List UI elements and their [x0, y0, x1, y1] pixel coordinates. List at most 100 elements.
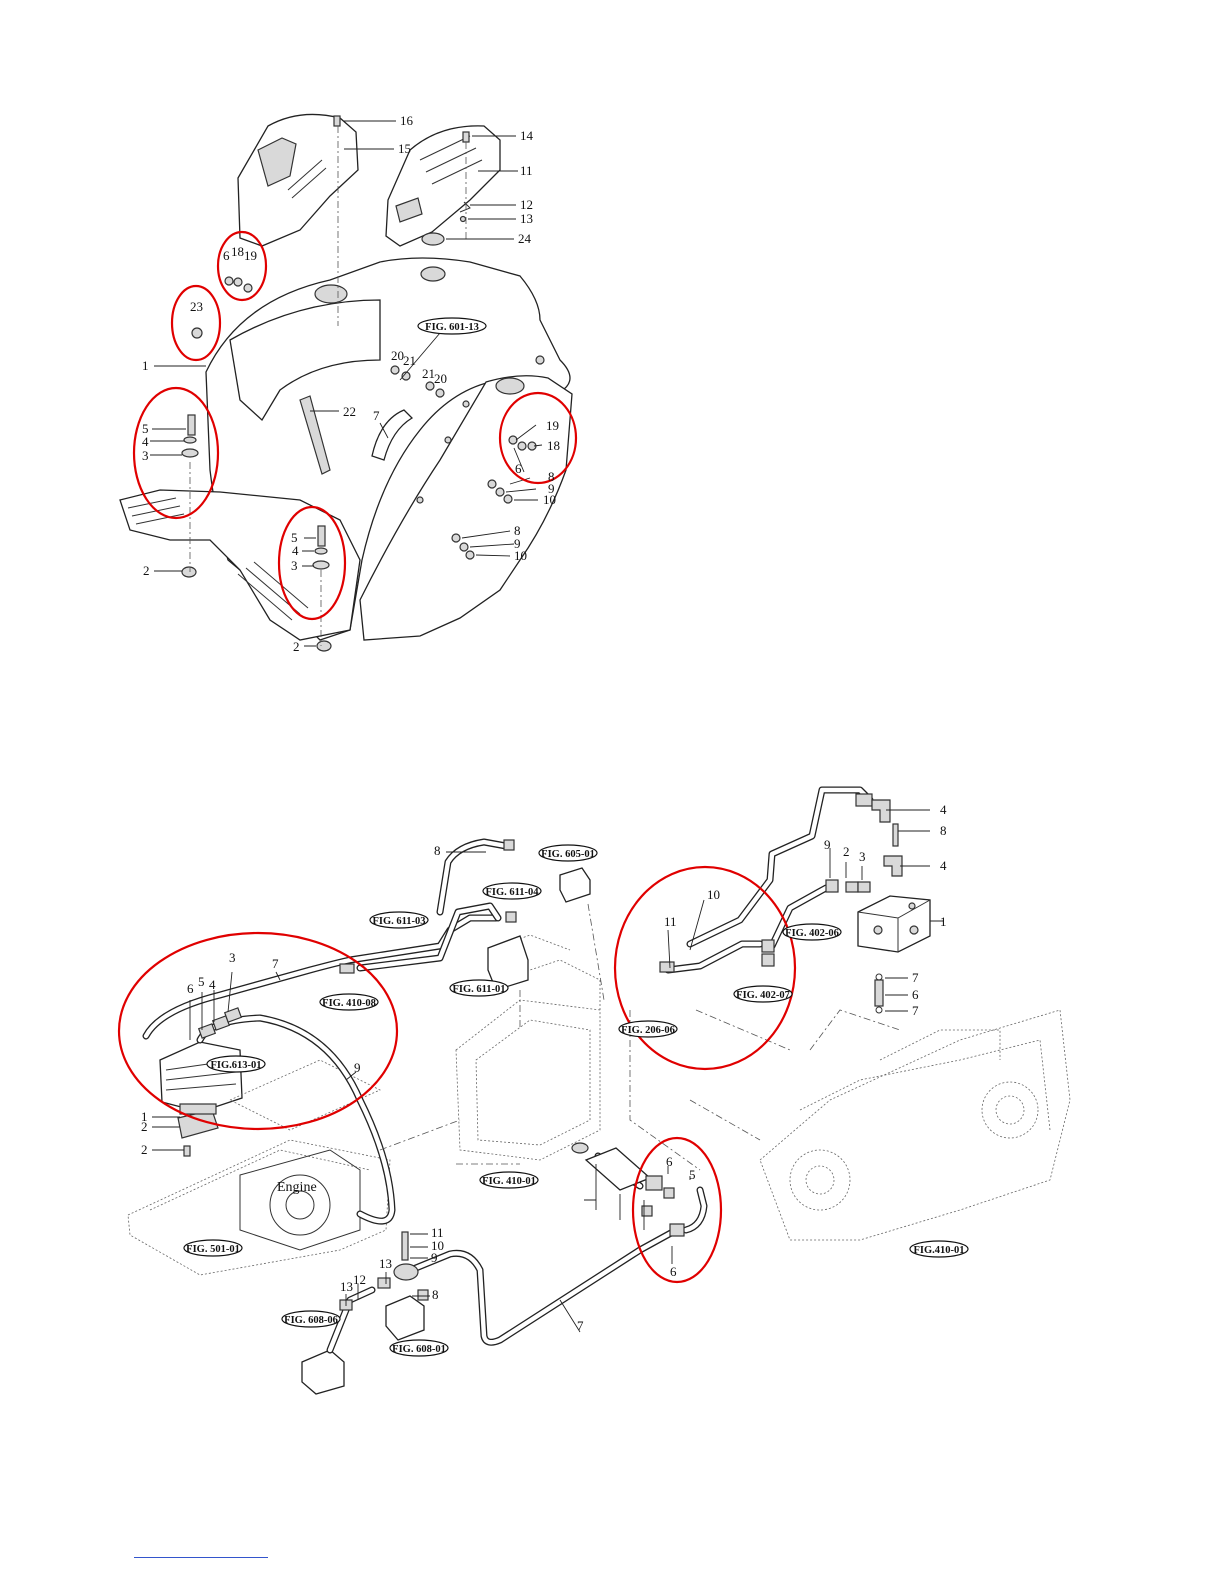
part-label: 2 [843, 844, 850, 859]
fig-ref-608-01[interactable]: FIG. 608-01 [389, 1339, 449, 1357]
part-label: 7 [272, 956, 279, 971]
part-label: 1 [141, 1109, 148, 1124]
part-label: 2 [143, 563, 150, 578]
top-highlight-circles [132, 230, 578, 621]
svg-text:FIG. 206-06: FIG. 206-06 [621, 1025, 675, 1036]
seal-ring [421, 232, 445, 246]
svg-text:FIG. 608-01: FIG. 608-01 [392, 1344, 446, 1355]
svg-text:FIG. 402-06: FIG. 402-06 [785, 928, 839, 939]
part-label: 11 [664, 914, 677, 929]
part-label: 4 [292, 543, 299, 558]
svg-text:FIG.410-01: FIG.410-01 [913, 1245, 964, 1256]
svg-text:FIG. 611-03: FIG. 611-03 [372, 916, 425, 927]
part-label: 6 [187, 981, 194, 996]
part-label: 10 [514, 548, 527, 563]
svg-text:FIG. 410-01: FIG. 410-01 [482, 1176, 536, 1187]
part-label: 12 [353, 1272, 366, 1287]
part-label: 14 [520, 128, 534, 143]
part-label: 3 [859, 849, 866, 864]
fig-ref-402-07[interactable]: FIG. 402-07 [733, 985, 793, 1003]
part-label: 9 [354, 1060, 361, 1075]
part-label: 12 [520, 197, 533, 212]
part-label: 21 [422, 366, 435, 381]
pipe-fittings [179, 793, 903, 1311]
fig-ref-410-01-center[interactable]: FIG. 410-01 [479, 1171, 539, 1189]
part-label: 6 [670, 1264, 677, 1279]
part-label: 15 [398, 141, 411, 156]
part-label: 13 [520, 211, 533, 226]
part-label: 16 [400, 113, 414, 128]
part-label: 6 [515, 461, 522, 476]
part-label: 8 [432, 1287, 439, 1302]
svg-text:FIG. 611-04: FIG. 611-04 [485, 887, 539, 898]
part-label: 9 [514, 536, 521, 551]
part-label: 4 [940, 858, 947, 873]
part-label: 19 [546, 418, 559, 433]
part-label: 10 [543, 492, 556, 507]
svg-text:FIG.613-01: FIG.613-01 [210, 1060, 261, 1071]
fig-ref-605-01[interactable]: FIG. 605-01 [538, 844, 598, 862]
svg-text:FIG. 608-06: FIG. 608-06 [284, 1315, 338, 1326]
fig-ref-613-01[interactable]: FIG.613-01 [206, 1055, 266, 1073]
part-label: 7 [912, 1003, 919, 1018]
part-label: 24 [518, 231, 532, 246]
bottom-part-labels: 1 1 2 2 2 3 3 4 4 4 5 5 6 6 6 6 7 7 7 7 … [141, 802, 947, 1333]
part-label: 3 [291, 558, 298, 573]
fig-ref-611-03[interactable]: FIG. 611-03 [369, 911, 429, 929]
svg-text:FIG. 605-01: FIG. 605-01 [541, 849, 595, 860]
part-label: 13 [379, 1256, 392, 1271]
part-label: 18 [231, 244, 244, 259]
handle [371, 409, 414, 461]
part-label: 4 [142, 434, 149, 449]
bracket [299, 395, 331, 475]
svg-text:FIG. 611-01: FIG. 611-01 [452, 984, 505, 995]
svg-text:FIG. 410-08: FIG. 410-08 [322, 998, 376, 1009]
fig-ref-611-01[interactable]: FIG. 611-01 [449, 979, 509, 997]
fig-ref-501-01[interactable]: FIG. 501-01 [183, 1239, 243, 1257]
part-label: 5 [198, 974, 205, 989]
fig-ref-402-06[interactable]: FIG. 402-06 [782, 923, 842, 941]
part-label: 3 [229, 950, 236, 965]
part-label: 10 [707, 887, 720, 902]
pump-assembly-608-06 [301, 1349, 345, 1395]
part-label: 19 [244, 248, 257, 263]
part-label: 7 [912, 970, 919, 985]
hydraulic-lines-diagram: Engine [117, 786, 1071, 1395]
top-leader-lines [150, 120, 543, 647]
pump-assembly-608-01 [385, 1295, 425, 1341]
part-label: 9 [548, 481, 555, 496]
part-label: 9 [431, 1250, 438, 1265]
part-label: 8 [514, 523, 521, 538]
part-label: 7 [577, 1318, 584, 1333]
engine-outline: Engine [127, 1139, 391, 1276]
bottom-highlight-circles [117, 865, 797, 1284]
fig-ref-611-04[interactable]: FIG. 611-04 [482, 882, 542, 900]
part-label: 20 [391, 348, 404, 363]
part-label: 20 [434, 371, 447, 386]
right-transmission-housing [759, 1009, 1071, 1241]
left-console-cover [237, 113, 359, 247]
part-label: 5 [142, 421, 149, 436]
fender-platform-diagram: FIG. 601-13 1 2 2 3 3 4 4 5 5 6 6 7 8 8 … [119, 113, 578, 654]
part-label: 6 [912, 987, 919, 1002]
part-label: 6 [666, 1154, 673, 1169]
part-label: 13 [340, 1279, 353, 1294]
fig-ref-410-08[interactable]: FIG. 410-08 [319, 993, 379, 1011]
part-label: 5 [291, 530, 298, 545]
part-label: 2 [141, 1142, 148, 1157]
part-label: 2 [141, 1119, 148, 1134]
part-label: 2 [293, 639, 300, 654]
fig-ref-601-13[interactable]: FIG. 601-13 [417, 317, 487, 335]
footer-rule [134, 1557, 268, 1558]
fig-ref-206-06[interactable]: FIG. 206-06 [618, 1020, 678, 1038]
fig-ref-410-01-right[interactable]: FIG.410-01 [909, 1240, 969, 1258]
part-label: 7 [373, 408, 380, 423]
fig-ref-608-06[interactable]: FIG. 608-06 [281, 1310, 341, 1328]
part-label: 4 [209, 977, 216, 992]
right-console-cover [385, 125, 501, 247]
part-label: 21 [403, 353, 416, 368]
floor-platform [119, 489, 361, 641]
part-label: 8 [548, 469, 555, 484]
